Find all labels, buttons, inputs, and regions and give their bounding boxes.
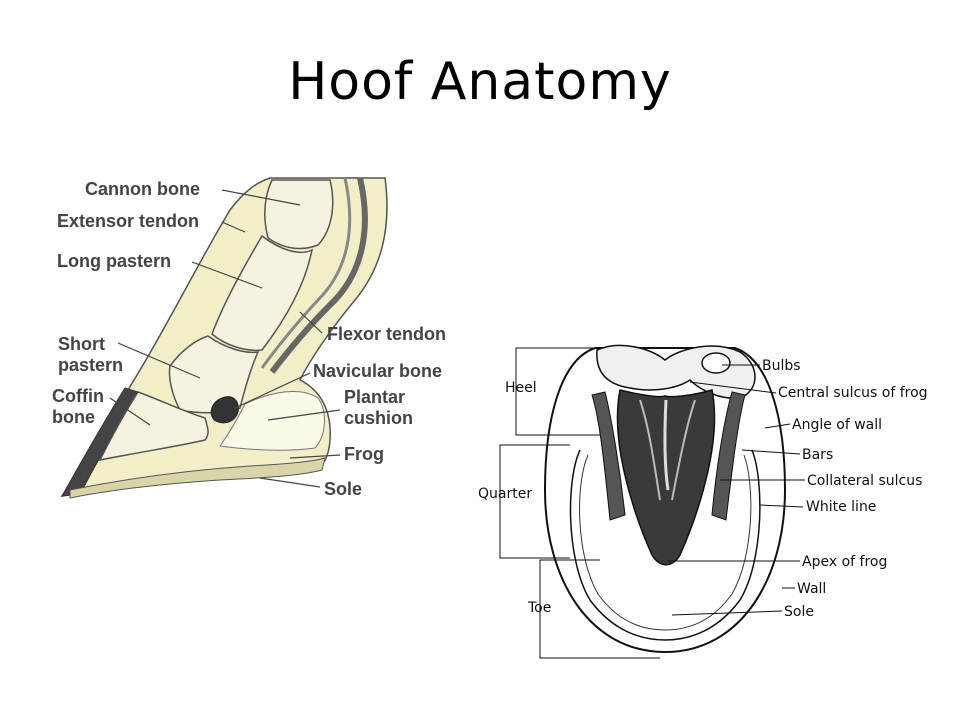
navicular-bone-leader [234, 372, 311, 409]
toe-bracket [539, 559, 660, 659]
label-bars: Bars [802, 447, 833, 463]
bars-leader [741, 449, 801, 455]
plantar-cushion-leader [267, 409, 341, 421]
label-plantar-cushion-1: Plantar [344, 387, 405, 407]
label-flexor-tendon: Flexor tendon [327, 324, 446, 344]
frog-right-face [671, 399, 696, 501]
sole-leader-side [259, 477, 321, 488]
label-extensor-tendon: Extensor tendon [57, 211, 199, 231]
right-bar [711, 391, 746, 521]
label-angle-of-wall: Angle of wall [792, 417, 882, 433]
label-quarter: Quarter [478, 486, 532, 502]
label-sole-side: Sole [324, 479, 362, 499]
frog-left-face [639, 399, 661, 501]
label-central-sulcus: Central sulcus of frog [778, 385, 928, 401]
label-plantar-cushion-2: cushion [344, 408, 413, 428]
label-short-pastern-2: pastern [58, 355, 123, 375]
hoof-front-wall [61, 387, 139, 497]
cannon-bone-shape [264, 179, 334, 250]
label-short-pastern-1: Short [58, 334, 105, 354]
label-white-line: White line [806, 499, 876, 515]
sole-leader-bottom [671, 610, 783, 616]
label-sole-bottom: Sole [784, 604, 814, 620]
label-coffin-bone-1: Coffin [52, 386, 104, 406]
plantar-cushion-shape [219, 391, 325, 451]
label-apex-of-frog: Apex of frog [802, 554, 887, 570]
flexor-tendon-band-inner [260, 177, 352, 369]
coffin-bone-shape [98, 391, 209, 462]
flexor-tendon-leader [299, 311, 323, 334]
central-sulcus-leader [689, 381, 777, 394]
frog-leader [289, 454, 341, 459]
label-long-pastern: Long pastern [57, 251, 171, 271]
label-collateral-sulcus: Collateral sulcus [807, 473, 922, 489]
label-bulbs: Bulbs [762, 358, 801, 374]
sole-base [69, 457, 326, 499]
cannon-bone-leader [221, 189, 301, 206]
frog-central-sulcus [663, 399, 670, 491]
navicular-bone-shape [210, 396, 239, 424]
angle-of-wall-leader [764, 423, 791, 429]
slide-title: Hoof Anatomy [288, 52, 672, 112]
label-coffin-bone-2: bone [52, 407, 95, 427]
white-line-leader [759, 504, 804, 508]
label-navicular-bone: Navicular bone [313, 361, 442, 381]
label-heel: Heel [505, 380, 537, 396]
label-cannon-bone: Cannon bone [85, 179, 200, 199]
white-line-shape [569, 449, 761, 641]
extensor-tendon-leader [221, 221, 246, 233]
long-pastern-leader [191, 261, 263, 289]
left-bar [591, 391, 626, 521]
white-line-inner [579, 454, 752, 631]
bulb-highlight [701, 352, 731, 374]
label-toe: Toe [527, 600, 551, 616]
flexor-tendon-band [269, 177, 368, 374]
long-pastern-shape [211, 234, 314, 352]
label-frog: Frog [344, 444, 384, 464]
coffin-bone-leader [109, 397, 151, 426]
heel-bracket [515, 347, 605, 436]
short-pastern-leader [117, 342, 201, 379]
label-wall: Wall [797, 581, 826, 597]
quarter-bracket [499, 444, 570, 559]
